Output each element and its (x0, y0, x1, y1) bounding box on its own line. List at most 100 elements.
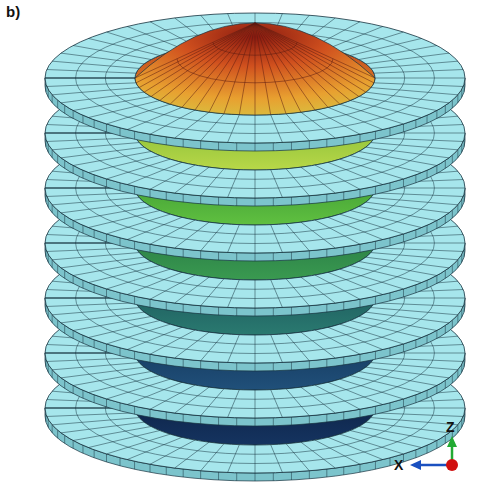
rim-grid (343, 247, 344, 255)
rim-grid (82, 170, 83, 178)
rim-grid (82, 225, 83, 233)
rim-grid (273, 308, 274, 316)
flange-grid (52, 363, 139, 370)
flange-grid (271, 335, 283, 363)
rim-grid (134, 186, 135, 194)
cone-grid (139, 23, 255, 88)
flange-grid (175, 222, 209, 248)
rim-grid (403, 344, 404, 352)
rim-grid (150, 134, 151, 142)
rim-grid (150, 189, 151, 197)
flange-grid (150, 275, 195, 299)
rim-grid (273, 198, 274, 206)
flange-grid (127, 272, 182, 294)
flange-grid (201, 334, 224, 361)
rim-grid (183, 414, 184, 422)
flange-grid (127, 217, 182, 239)
rim-grid (73, 441, 74, 449)
flange-grid (359, 46, 437, 60)
rim-grid (134, 131, 135, 139)
flange-grid (328, 26, 383, 48)
rim-grid (255, 198, 256, 206)
rim-grid (52, 95, 53, 103)
rim-grid (150, 409, 151, 417)
rim-grid (445, 270, 446, 278)
flange-grid (255, 335, 256, 363)
rim-grid (445, 160, 446, 168)
flange-grid (366, 367, 449, 378)
flange-grid (61, 202, 144, 213)
rim-grid (64, 160, 65, 168)
rim-grid (309, 306, 310, 314)
flange-grid (52, 88, 139, 95)
rim-grid (360, 134, 361, 142)
rim-grid (166, 302, 167, 310)
rim-grid (64, 270, 65, 278)
rim-grid (120, 183, 121, 191)
rim-grid (200, 416, 201, 424)
rim-grid (218, 362, 219, 370)
flange-grid (88, 38, 159, 55)
cone-grid (151, 23, 255, 97)
flange-grid (359, 152, 437, 166)
flange-grid (255, 280, 256, 308)
flange-grid (61, 367, 144, 378)
flange-grid (88, 211, 159, 228)
rim-grid (343, 302, 344, 310)
flange-grid (175, 442, 209, 468)
flange-grid (271, 170, 283, 198)
rim-grid (360, 354, 361, 362)
flange-grid (340, 32, 404, 52)
rim-grid (375, 406, 376, 414)
rim-grid (52, 370, 53, 378)
rim-grid (403, 234, 404, 242)
cone-grid (213, 42, 297, 55)
flange-grid (73, 427, 151, 441)
rim-grid (445, 380, 446, 388)
flange-grid (301, 442, 335, 468)
flange-grid (45, 78, 135, 79)
flange-grid (315, 440, 360, 464)
rim-grid (273, 253, 274, 261)
flange-grid (350, 211, 421, 228)
rim-grid (82, 335, 83, 343)
axis-label: Z (446, 420, 455, 434)
rim-grid (309, 471, 310, 479)
flange-grid (255, 225, 256, 253)
rim-grid (375, 296, 376, 304)
rim-grid (427, 115, 428, 123)
flange-grid (359, 262, 437, 276)
flange-grid (315, 330, 360, 354)
flange-grid (286, 169, 309, 196)
rim-grid (106, 454, 107, 462)
flange-grid (73, 262, 151, 276)
rim-grid (309, 416, 310, 424)
flange-grid (359, 372, 437, 386)
flange-grid (73, 46, 151, 60)
rim-grid (427, 335, 428, 343)
cone-grid (255, 23, 366, 92)
flange-grid (73, 207, 151, 221)
rim-grid (255, 363, 256, 371)
flange-grid (286, 279, 309, 306)
rim-grid (291, 307, 292, 315)
rim-grid (415, 395, 416, 403)
rim-grid (326, 469, 327, 477)
flange-grid (175, 332, 209, 358)
rim-grid (452, 375, 453, 383)
rim-grid (94, 175, 95, 183)
flange-grid (371, 88, 458, 95)
flange-grid (150, 165, 195, 189)
rim-grid (64, 105, 65, 113)
rim-grid (291, 362, 292, 370)
flange-grid (255, 170, 256, 198)
rim-grid (73, 111, 74, 119)
flange-grid (315, 165, 360, 189)
cone-grid (255, 23, 271, 115)
rim-grid (415, 175, 416, 183)
flange-grid (340, 214, 404, 234)
rim-grid (343, 467, 344, 475)
rim-grid (150, 299, 151, 307)
cone-grid (255, 23, 256, 115)
flange-grid (175, 277, 209, 303)
